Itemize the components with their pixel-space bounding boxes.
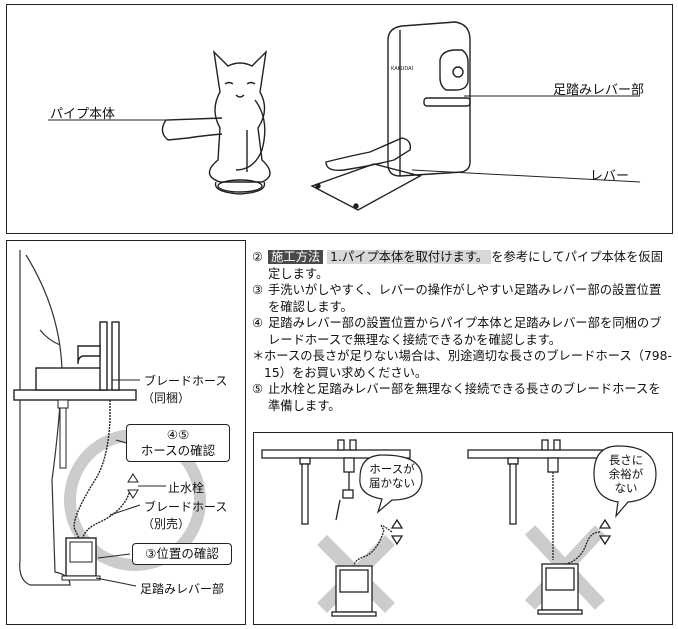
step-3-text: 手洗いがしやすく、レバーの操作がしやすい足踏みレバー部の設置位置を確認します。 (268, 283, 662, 314)
callout-position-check-text: ③位置の確認 (145, 546, 219, 561)
bubble-no-slack-line3: ない (614, 481, 638, 495)
label-braided-hose-included-sub: （同梱） (142, 391, 191, 405)
step-note-mark: ＊ (252, 349, 265, 363)
step-5: ⑤ 止水栓と足踏みレバー部を無理なく接続できる長さのブレードホースを準備します。 (252, 381, 672, 414)
bad-example-1 (261, 439, 411, 617)
label-braided-hose-sold-separately-sub: （別売） (142, 517, 191, 531)
label-lever: レバー (590, 169, 630, 184)
callout-hose-check: ④⑤ ホースの確認 (126, 424, 230, 462)
label-pipe-body: パイプ本体 (50, 107, 116, 122)
bubble-hose-not-reach-line2: 届かない (369, 476, 415, 490)
step-5-text: 止水栓と足踏みレバー部を無理なく接続できる長さのブレードホースを準備します。 (268, 382, 661, 413)
step-2-method-tag: 施工方法 (268, 250, 324, 264)
step-note-text: ホースの長さが足りない場合は、別途適切な長さのブレードホース（798-15）をお… (264, 349, 672, 380)
label-foot-lever-unit-bottom: 足踏みレバー部 (140, 582, 225, 596)
step-2: ② 施工方法 1.パイプ本体を取付けます。を参考にしてパイプ本体を仮固定します。 (252, 249, 672, 282)
step-5-num: ⑤ (252, 382, 264, 396)
label-stop-valve: 止水栓 (168, 481, 205, 495)
callout-position-check: ③位置の確認 (132, 543, 232, 565)
label-braided-hose-included: ブレードホース (144, 374, 228, 388)
top-illustration-panel (6, 4, 673, 234)
bad-example-2 (467, 439, 619, 615)
bubble-no-slack-line1: 長さに (608, 453, 644, 467)
foot-lever-unit-drawing (310, 21, 471, 211)
cat-pipe-body-drawing (161, 50, 271, 195)
step-4-num: ④ (252, 316, 264, 330)
step-3-num: ③ (252, 283, 264, 297)
step-2-text: を参考にしてパイプ本体を仮固定します。 (268, 250, 663, 281)
bubble-hose-not-reach-line1: ホースが (369, 462, 415, 476)
label-braided-hose-sold-separately: ブレードホース (144, 500, 228, 514)
step-2-reference-tag: 1.パイプ本体を取付けます。 (327, 250, 492, 264)
step-note: ＊ ホースの長さが足りない場合は、別途適切な長さのブレードホース（798-15）… (252, 348, 672, 381)
bubble-no-slack-line2: 余裕が (608, 467, 644, 481)
step-4-text: 足踏みレバー部の設置位置からパイプ本体と足踏みレバー部を同梱のブレードホースで無… (268, 316, 662, 347)
step-2-num: ② (252, 250, 264, 264)
bubble-hose-not-reach: ホースが 届かない (364, 462, 420, 490)
installation-check-panel (6, 240, 246, 625)
bad-examples-panel (253, 432, 673, 625)
step-3: ③ 手洗いがしやすく、レバーの操作がしやすい足踏みレバー部の設置位置を確認します… (252, 282, 672, 315)
device-brand-mark: KAKUDAI (391, 66, 414, 72)
label-foot-lever-unit: 足踏みレバー部 (553, 83, 645, 98)
callout-hose-check-text: ホースの確認 (140, 443, 216, 458)
installation-steps: ② 施工方法 1.パイプ本体を取付けます。を参考にしてパイプ本体を仮固定します。… (252, 249, 672, 414)
callout-hose-check-num: ④⑤ (166, 427, 190, 442)
step-4: ④ 足踏みレバー部の設置位置からパイプ本体と足踏みレバー部を同梱のブレードホース… (252, 315, 672, 348)
bubble-no-slack: 長さに 余裕が ない (598, 453, 654, 495)
